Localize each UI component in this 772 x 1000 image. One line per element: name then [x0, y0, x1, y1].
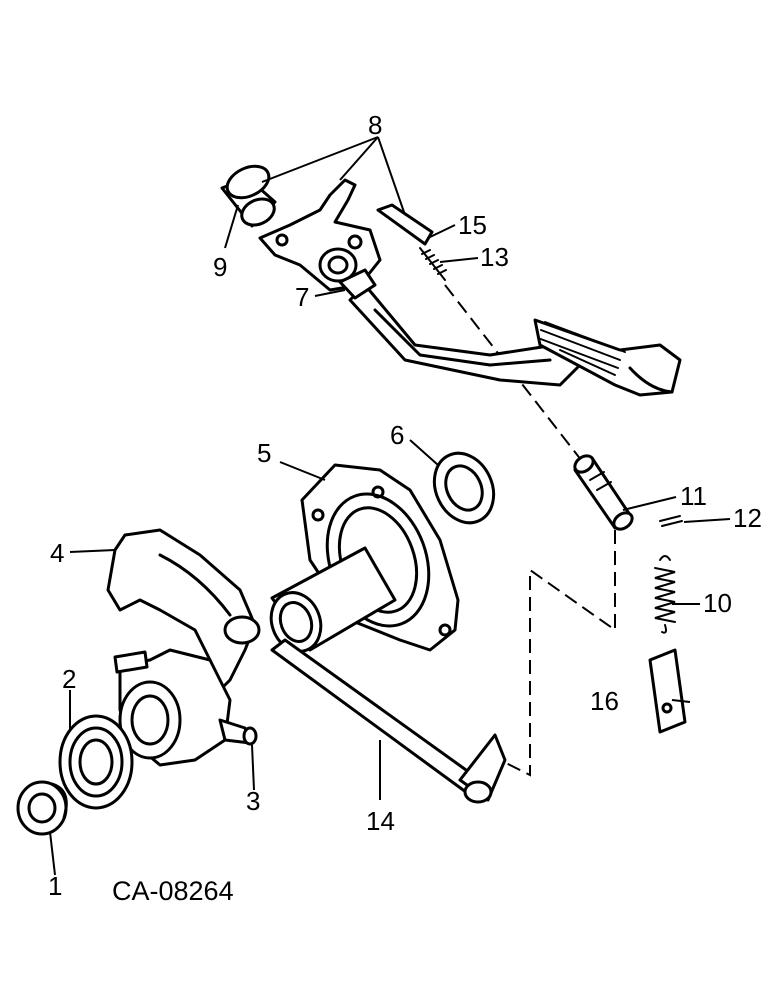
pilot-bearing-part-1	[16, 780, 68, 836]
spring-part-10	[654, 555, 676, 634]
clutch-pedal-part	[348, 283, 682, 397]
callout-16: 16	[590, 686, 619, 716]
callout-5: 5	[257, 438, 271, 468]
spring-pin-part-13	[419, 247, 447, 281]
callout-4: 4	[50, 538, 64, 568]
release-fork-part-4	[106, 528, 261, 692]
callout-2: 2	[62, 664, 76, 694]
callout-3: 3	[246, 786, 260, 816]
clevis-part-11	[573, 454, 634, 531]
leader-lines	[49, 136, 731, 876]
plate-part-16	[648, 648, 687, 734]
callout-13: 13	[480, 242, 509, 272]
cotter-pin-part-12	[659, 515, 683, 527]
release-bearing-part-2	[58, 714, 134, 810]
drawing-code: CA-08264	[112, 876, 234, 906]
callout-12: 12	[733, 503, 762, 533]
callout-15: 15	[458, 210, 487, 240]
seal-part-6	[432, 451, 496, 525]
pin-part-15	[376, 203, 434, 246]
callout-14: 14	[366, 806, 395, 836]
callout-10: 10	[703, 588, 732, 618]
bushing-part-9	[220, 164, 277, 228]
cross-shaft-part-14	[270, 638, 507, 804]
callout-6: 6	[390, 420, 404, 450]
bearing-carrier-part-3	[113, 648, 258, 767]
callout-7: 7	[295, 282, 309, 312]
pedal-bracket-part-8	[258, 178, 382, 300]
callout-9: 9	[213, 252, 227, 282]
callout-labels: 1 2 3 4 5 6 7 8 9 10 11 12 13 14 15 16	[48, 110, 762, 901]
callout-11: 11	[680, 481, 707, 511]
retainer-part-5	[269, 463, 460, 653]
callout-8: 8	[368, 110, 382, 140]
callout-1: 1	[48, 871, 62, 901]
